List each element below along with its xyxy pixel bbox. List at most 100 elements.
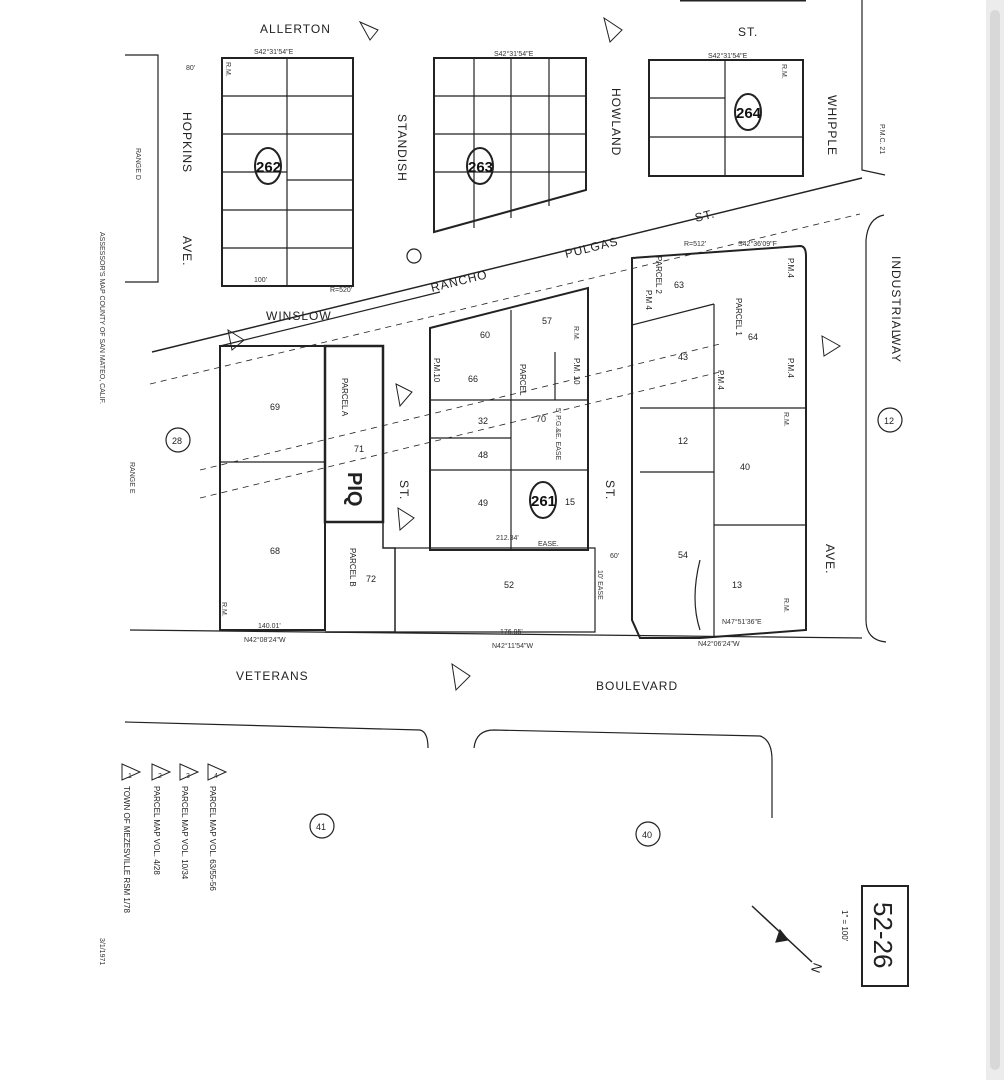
street-ave-right: AVE. (823, 544, 837, 574)
ease-label-a: EASE. (538, 541, 559, 548)
pm10-label-a: P.M.10 (432, 358, 441, 383)
dim-13: 100' (254, 277, 267, 284)
lot-12: 12 (678, 436, 688, 446)
block-264: 264 (736, 105, 762, 122)
street-st-rancho: ST. (693, 206, 716, 225)
pm10-label-b: P.M. 10 (572, 358, 581, 385)
block-262: 262 (256, 159, 281, 176)
lot-60: 60 (480, 330, 490, 340)
dim-12: 60' (610, 553, 619, 560)
legend-text-3: PARCEL MAP VOL. 10/34 (180, 786, 189, 880)
pm4-label-a: P.M.4 (786, 258, 795, 278)
street-hopkins: HOPKINS (180, 112, 194, 173)
dim-8: 212.34' (496, 535, 519, 542)
lot-40: 40 (740, 462, 750, 472)
pm4-label-c: P.M.4 (716, 370, 725, 390)
legend-text-1: TOWN OF MEZESVILLE RSM 1/78 (122, 786, 131, 914)
rm-label-e: R.M. (224, 62, 231, 77)
lot-63: 63 (674, 280, 684, 290)
legend-num-4: 4 (214, 773, 218, 780)
street-st-mid1: ST. (397, 480, 411, 500)
north-label: N (808, 961, 825, 975)
legend-text-2: PARCEL MAP VOL. 4/28 (152, 786, 161, 875)
street-rancho: RANCHO (429, 267, 489, 295)
map-title: 52-26 (868, 902, 898, 969)
parcel-circle-40: 40 (642, 830, 652, 840)
street-st-top: ST. (738, 25, 758, 39)
pm4-label-d: P.M 4 (644, 290, 653, 310)
street-winslow: WINSLOW (266, 309, 332, 323)
legend-num-3: 3 (186, 773, 190, 780)
lot-57: 57 (542, 316, 552, 326)
block-261: 261 (531, 493, 556, 510)
ease-label-c: 5' P.G.&E. EASE (554, 408, 561, 461)
lot-64: 64 (748, 332, 758, 342)
lot-54: 54 (678, 550, 688, 560)
street-veterans: VETERANS (236, 669, 309, 683)
dim-15: R=512' (684, 241, 706, 248)
rm-label-b: R.M. (782, 598, 789, 613)
lot-72: 72 (366, 574, 376, 584)
dim-10: 140.01' (258, 623, 281, 630)
map-scale: 1" = 100' (840, 910, 849, 942)
dim-1: S42°31'54"E (254, 48, 294, 56)
parcel-circle-41: 41 (316, 822, 326, 832)
side-note: ASSESSOR'S MAP COUNTY OF SAN MATEO, CALI… (98, 232, 105, 404)
lot-71: 71 (354, 444, 364, 454)
lot-66: 66 (468, 374, 478, 384)
lot-13: 13 (732, 580, 742, 590)
scrollbar[interactable] (986, 0, 1004, 1080)
dim-5: N42°08'24"W (244, 636, 286, 644)
rm-label-d: R.M. (572, 326, 579, 341)
lot-15: 15 (565, 497, 575, 507)
dim-3: S42°31'54"E (708, 52, 748, 60)
map-date: 3/1/1971 (98, 938, 105, 965)
piq-label: PIQ (343, 472, 365, 506)
street-boulevard: BOULEVARD (596, 679, 678, 693)
dim-14: R=520' (330, 287, 352, 294)
dim-7: N47°51'36"E (722, 618, 762, 626)
street-pmc: P.M.C. 21 (878, 124, 885, 154)
lot-69: 69 (270, 402, 280, 412)
rm-label-a: R.M. (782, 412, 789, 427)
legend-text-4: PARCEL MAP VOL. 63/55-56 (208, 786, 217, 891)
street-whipple: WHIPPLE (825, 95, 839, 156)
street-standish: STANDISH (395, 114, 409, 182)
dim-16: S42°36'09"F (738, 240, 777, 248)
street-allerton: ALLERTON (260, 22, 331, 36)
street-ave-left: AVE. (180, 236, 194, 266)
lot-68: 68 (270, 546, 280, 556)
lot-49: 49 (478, 498, 488, 508)
dim-2: S42°31'54"E (494, 50, 534, 58)
block-263: 263 (468, 159, 493, 176)
dim-11: 80' (186, 65, 195, 72)
legend-num-2: 2 (158, 773, 162, 780)
street-industrial: INDUSTRIAL (889, 256, 903, 337)
rm-label-f: R.M. (780, 64, 787, 79)
legend-num-1: 1 (128, 773, 132, 780)
lot-70: 70 (536, 414, 546, 424)
parcel-label: PARCEL (518, 364, 527, 396)
dim-4: N42°11'54"W (492, 642, 534, 650)
lot-52: 52 (504, 580, 514, 590)
parcel-b-label: PARCEL B (348, 548, 357, 587)
lot-32: 32 (478, 416, 488, 426)
street-way: WAY (889, 334, 903, 363)
scrollbar-thumb[interactable] (990, 10, 1000, 1070)
lot-43: 43 (678, 352, 688, 362)
dim-9: 176.95' (500, 629, 523, 636)
parcel-circle-12: 12 (884, 416, 894, 426)
range-e-label: RANGE E (128, 462, 135, 494)
parcel-1-label: PARCEL 1 (734, 298, 743, 336)
ease-label-b: 10' EASE (596, 570, 603, 600)
lot-48: 48 (478, 450, 488, 460)
parcel-2-label: PARCEL 2 (654, 256, 663, 294)
street-howland: HOWLAND (609, 88, 623, 156)
dim-6: N42°06'24"W (698, 640, 740, 648)
parcel-circle-28: 28 (172, 436, 182, 446)
parcel-a-label: PARCEL A (340, 378, 349, 417)
street-pulgas: PULGAS (563, 234, 619, 261)
range-d-label: RANGE D (134, 148, 141, 180)
pm4-label-b: P.M.4 (786, 358, 795, 378)
